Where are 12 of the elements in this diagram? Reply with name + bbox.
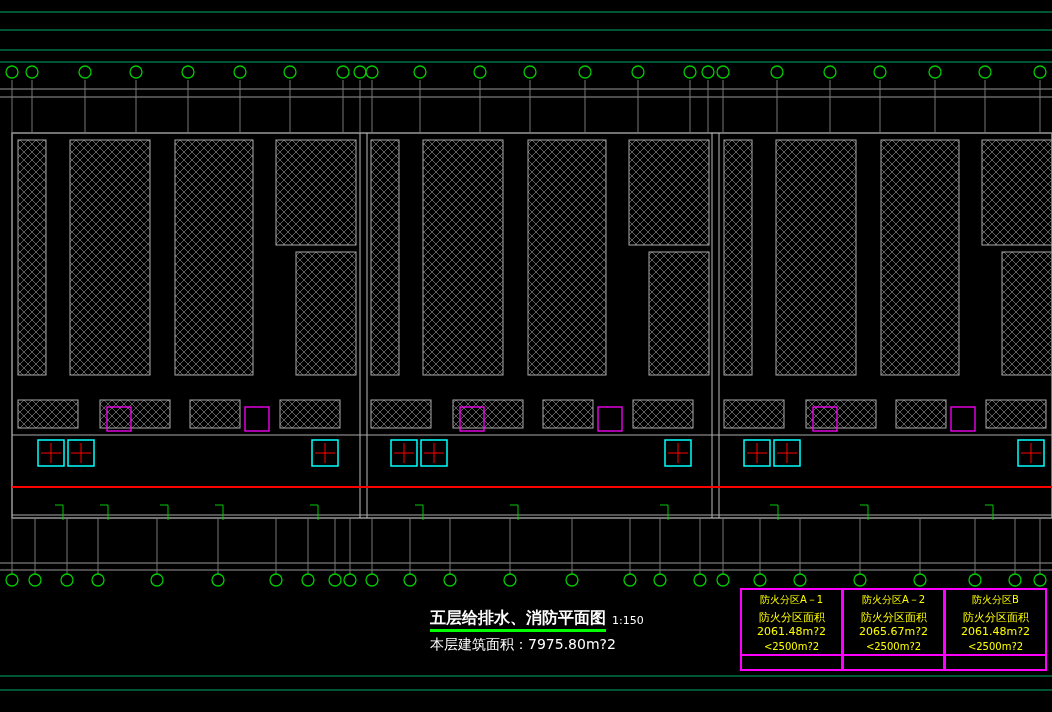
- area-limit: <2500m?2: [763, 640, 820, 652]
- drawing-title: 五层给排水、消防平面图: [430, 608, 606, 632]
- floor-area-note: 本层建筑面积：7975.80m?2: [430, 636, 616, 654]
- zone-area: 防火分区面积2061.48m?2: [744, 609, 839, 638]
- zone-name: 防火分区A－2: [861, 592, 926, 607]
- area-limit: <2500m?2: [967, 640, 1024, 652]
- zone-name: 防火分区B: [972, 592, 1019, 607]
- area-limit: <2500m?2: [865, 640, 922, 652]
- zone-area: 防火分区面积2061.48m?2: [948, 609, 1043, 638]
- zone-name: 防火分区A－1: [759, 592, 824, 607]
- zone-area: 防火分区面积2065.67m?2: [846, 609, 941, 638]
- scale-label: 1:150: [612, 614, 644, 627]
